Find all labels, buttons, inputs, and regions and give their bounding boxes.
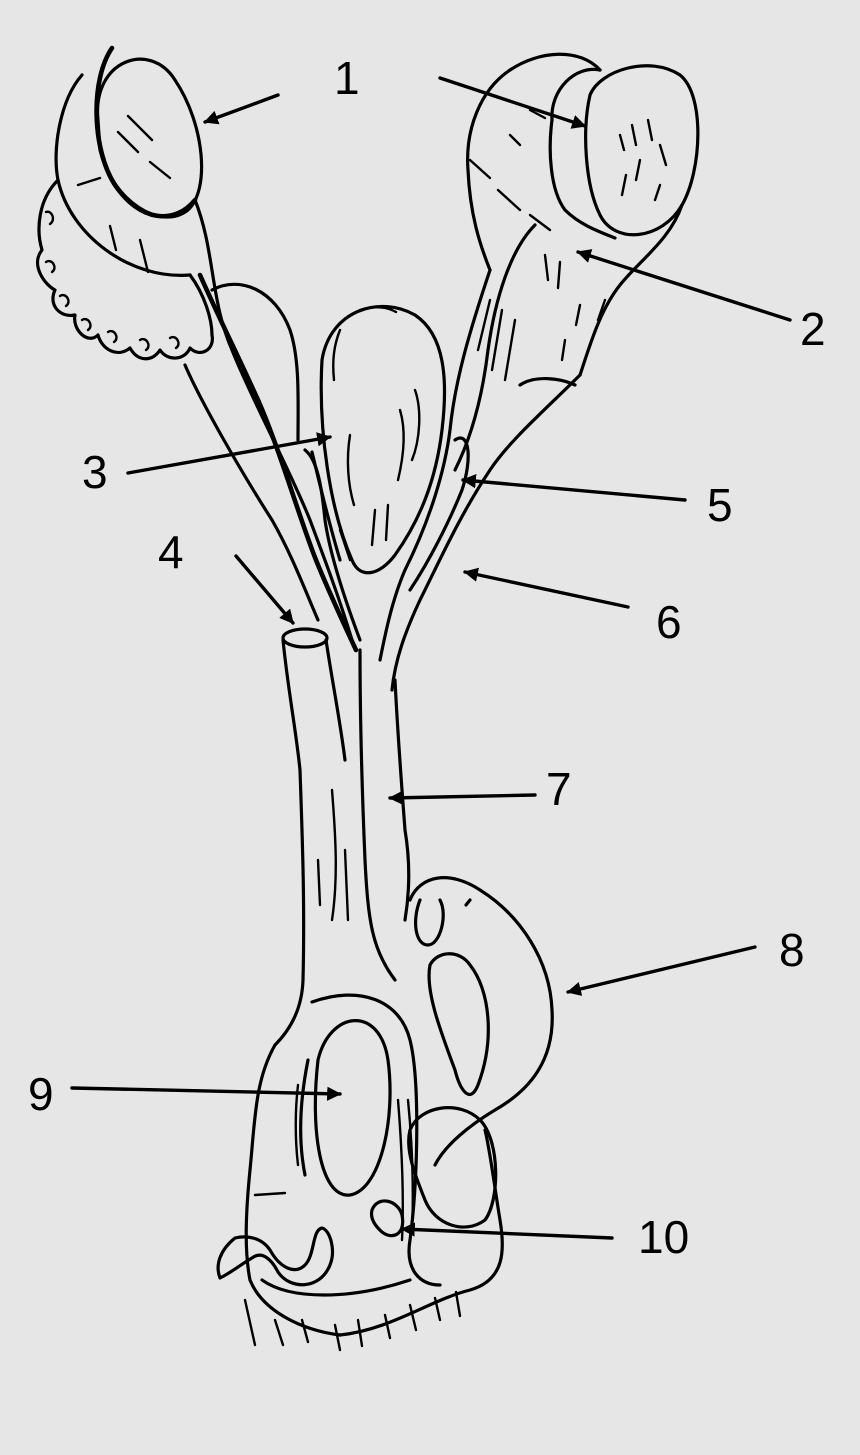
label-3: 3: [82, 446, 108, 498]
right-testis: [548, 64, 700, 240]
left-epididymis: [35, 178, 214, 361]
label-8: 8: [779, 924, 805, 976]
label-7: 7: [546, 763, 572, 815]
arrow-6: [463, 567, 630, 609]
arrow-3: [126, 432, 332, 475]
arrow-2: [576, 249, 792, 322]
small-structure-10: [369, 1098, 414, 1242]
label-5: 5: [707, 479, 733, 531]
arrow-7: [388, 790, 537, 805]
arrow-10: [400, 1222, 614, 1240]
number-labels: 1 2 3 4 5 6 7 8 9 10: [28, 52, 826, 1263]
prostate-body: [244, 993, 504, 1337]
left-seminal-vesicle: [303, 304, 447, 642]
label-2: 2: [800, 303, 826, 355]
pointer-arrows: [70, 76, 792, 1240]
arrow-1b: [438, 76, 587, 129]
label-10: 10: [638, 1211, 689, 1263]
right-vas-deferens: [378, 223, 582, 692]
label-9: 9: [28, 1068, 54, 1120]
left-vas-deferens: [183, 198, 359, 653]
arrow-1a: [203, 93, 280, 125]
label-6: 6: [656, 596, 682, 648]
label-1: 1: [334, 52, 360, 104]
arrow-8: [566, 945, 757, 996]
arrow-5: [461, 474, 687, 502]
left-testis: [54, 45, 204, 277]
label-4: 4: [158, 526, 184, 578]
gland-8: [407, 876, 554, 1229]
arrow-4: [234, 554, 295, 625]
arrow-9: [70, 1086, 342, 1101]
penile-bulb: [216, 1191, 462, 1352]
urethra-tube: [273, 627, 411, 1047]
oval-structure-9: [294, 1019, 392, 1197]
